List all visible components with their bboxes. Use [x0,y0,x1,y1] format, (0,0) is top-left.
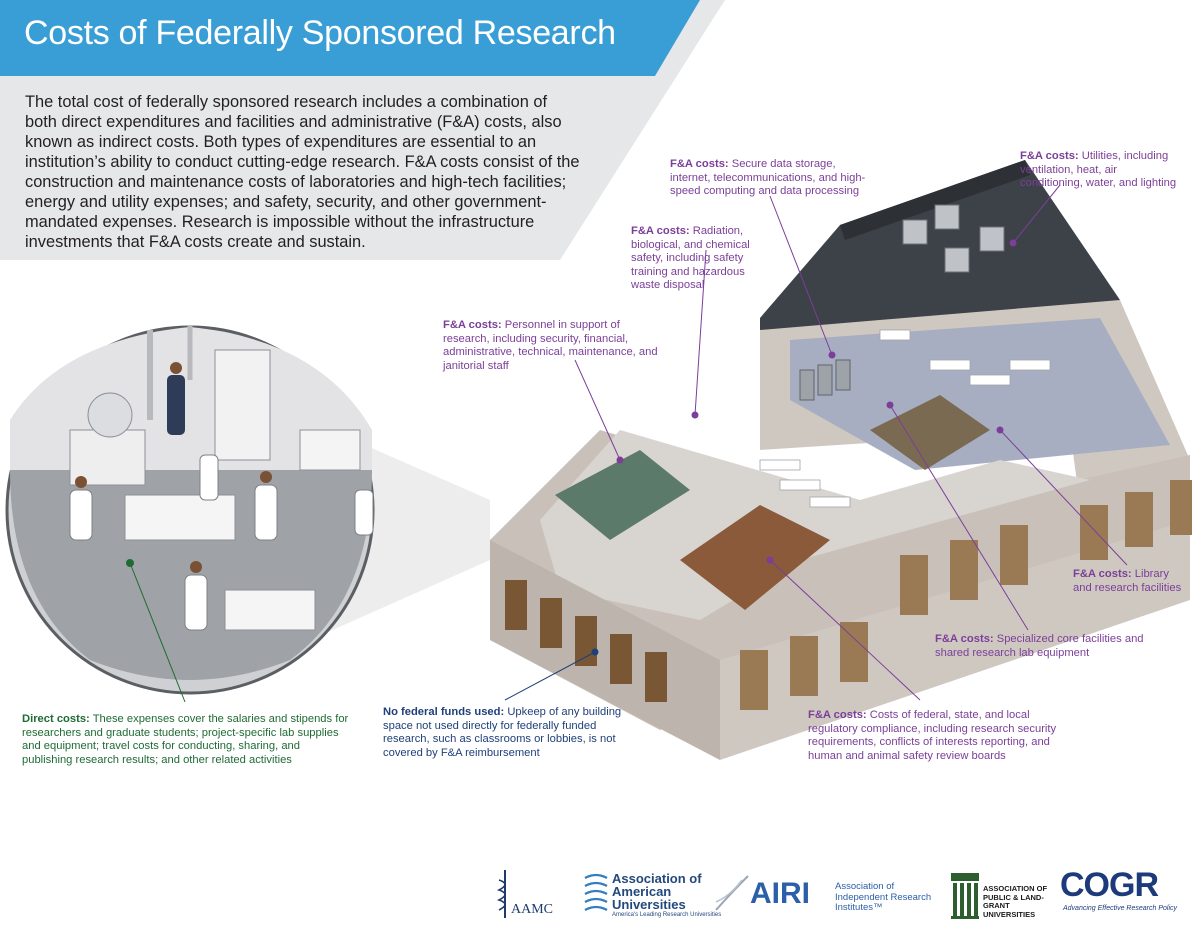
page-title: Costs of Federally Sponsored Research [24,14,616,52]
leader-dots [591,239,1017,656]
leader-lines [129,184,1128,703]
callout-library: F&A costs: Library and research faciliti… [1073,568,1182,594]
aau-logo-text: Association of American Universities [612,871,702,912]
aamc-logo-text: AAMC [511,902,554,917]
intro-paragraph: The total cost of federally sponsored re… [25,93,580,251]
aamc-logo-icon [496,870,506,918]
airi-logo-text: AIRI [750,877,810,910]
aplu-logo-icon [951,873,979,919]
header-background [0,0,725,260]
cogr-logo-text: COGR [1060,866,1159,904]
airi-logo-subtext: Association of Independent Research Inst… [835,881,932,913]
callout-safety: F&A costs: Radiation, biological, and ch… [631,225,750,292]
callout-personnel: F&A costs: Personnel in support of resea… [443,319,658,372]
aau-logo-icon [584,873,608,911]
callout-no-federal-funds: No federal funds used: Upkeep of any bui… [383,706,622,759]
aau-logo-tagline: America's Leading Research Universities [612,912,722,918]
callout-direct-costs: Direct costs: These expenses cover the s… [22,713,349,766]
lab-zoom-circle [5,325,490,695]
callout-data-storage: F&A costs: Secure data storage, internet… [670,158,866,198]
callout-compliance: F&A costs: Costs of federal, state, and … [808,709,1057,762]
cogr-logo-tagline: Advancing Effective Research Policy [1063,905,1177,912]
callout-core-facilities: F&A costs: Specialized core facilities a… [935,633,1144,659]
airi-logo-icon [715,875,749,911]
callout-utilities: F&A costs: Utilities, including ventilat… [1020,150,1177,190]
title-banner [0,0,700,76]
building [490,160,1192,760]
aplu-logo-text: ASSOCIATION OF PUBLIC & LAND-GRANT UNIVE… [983,884,1048,919]
